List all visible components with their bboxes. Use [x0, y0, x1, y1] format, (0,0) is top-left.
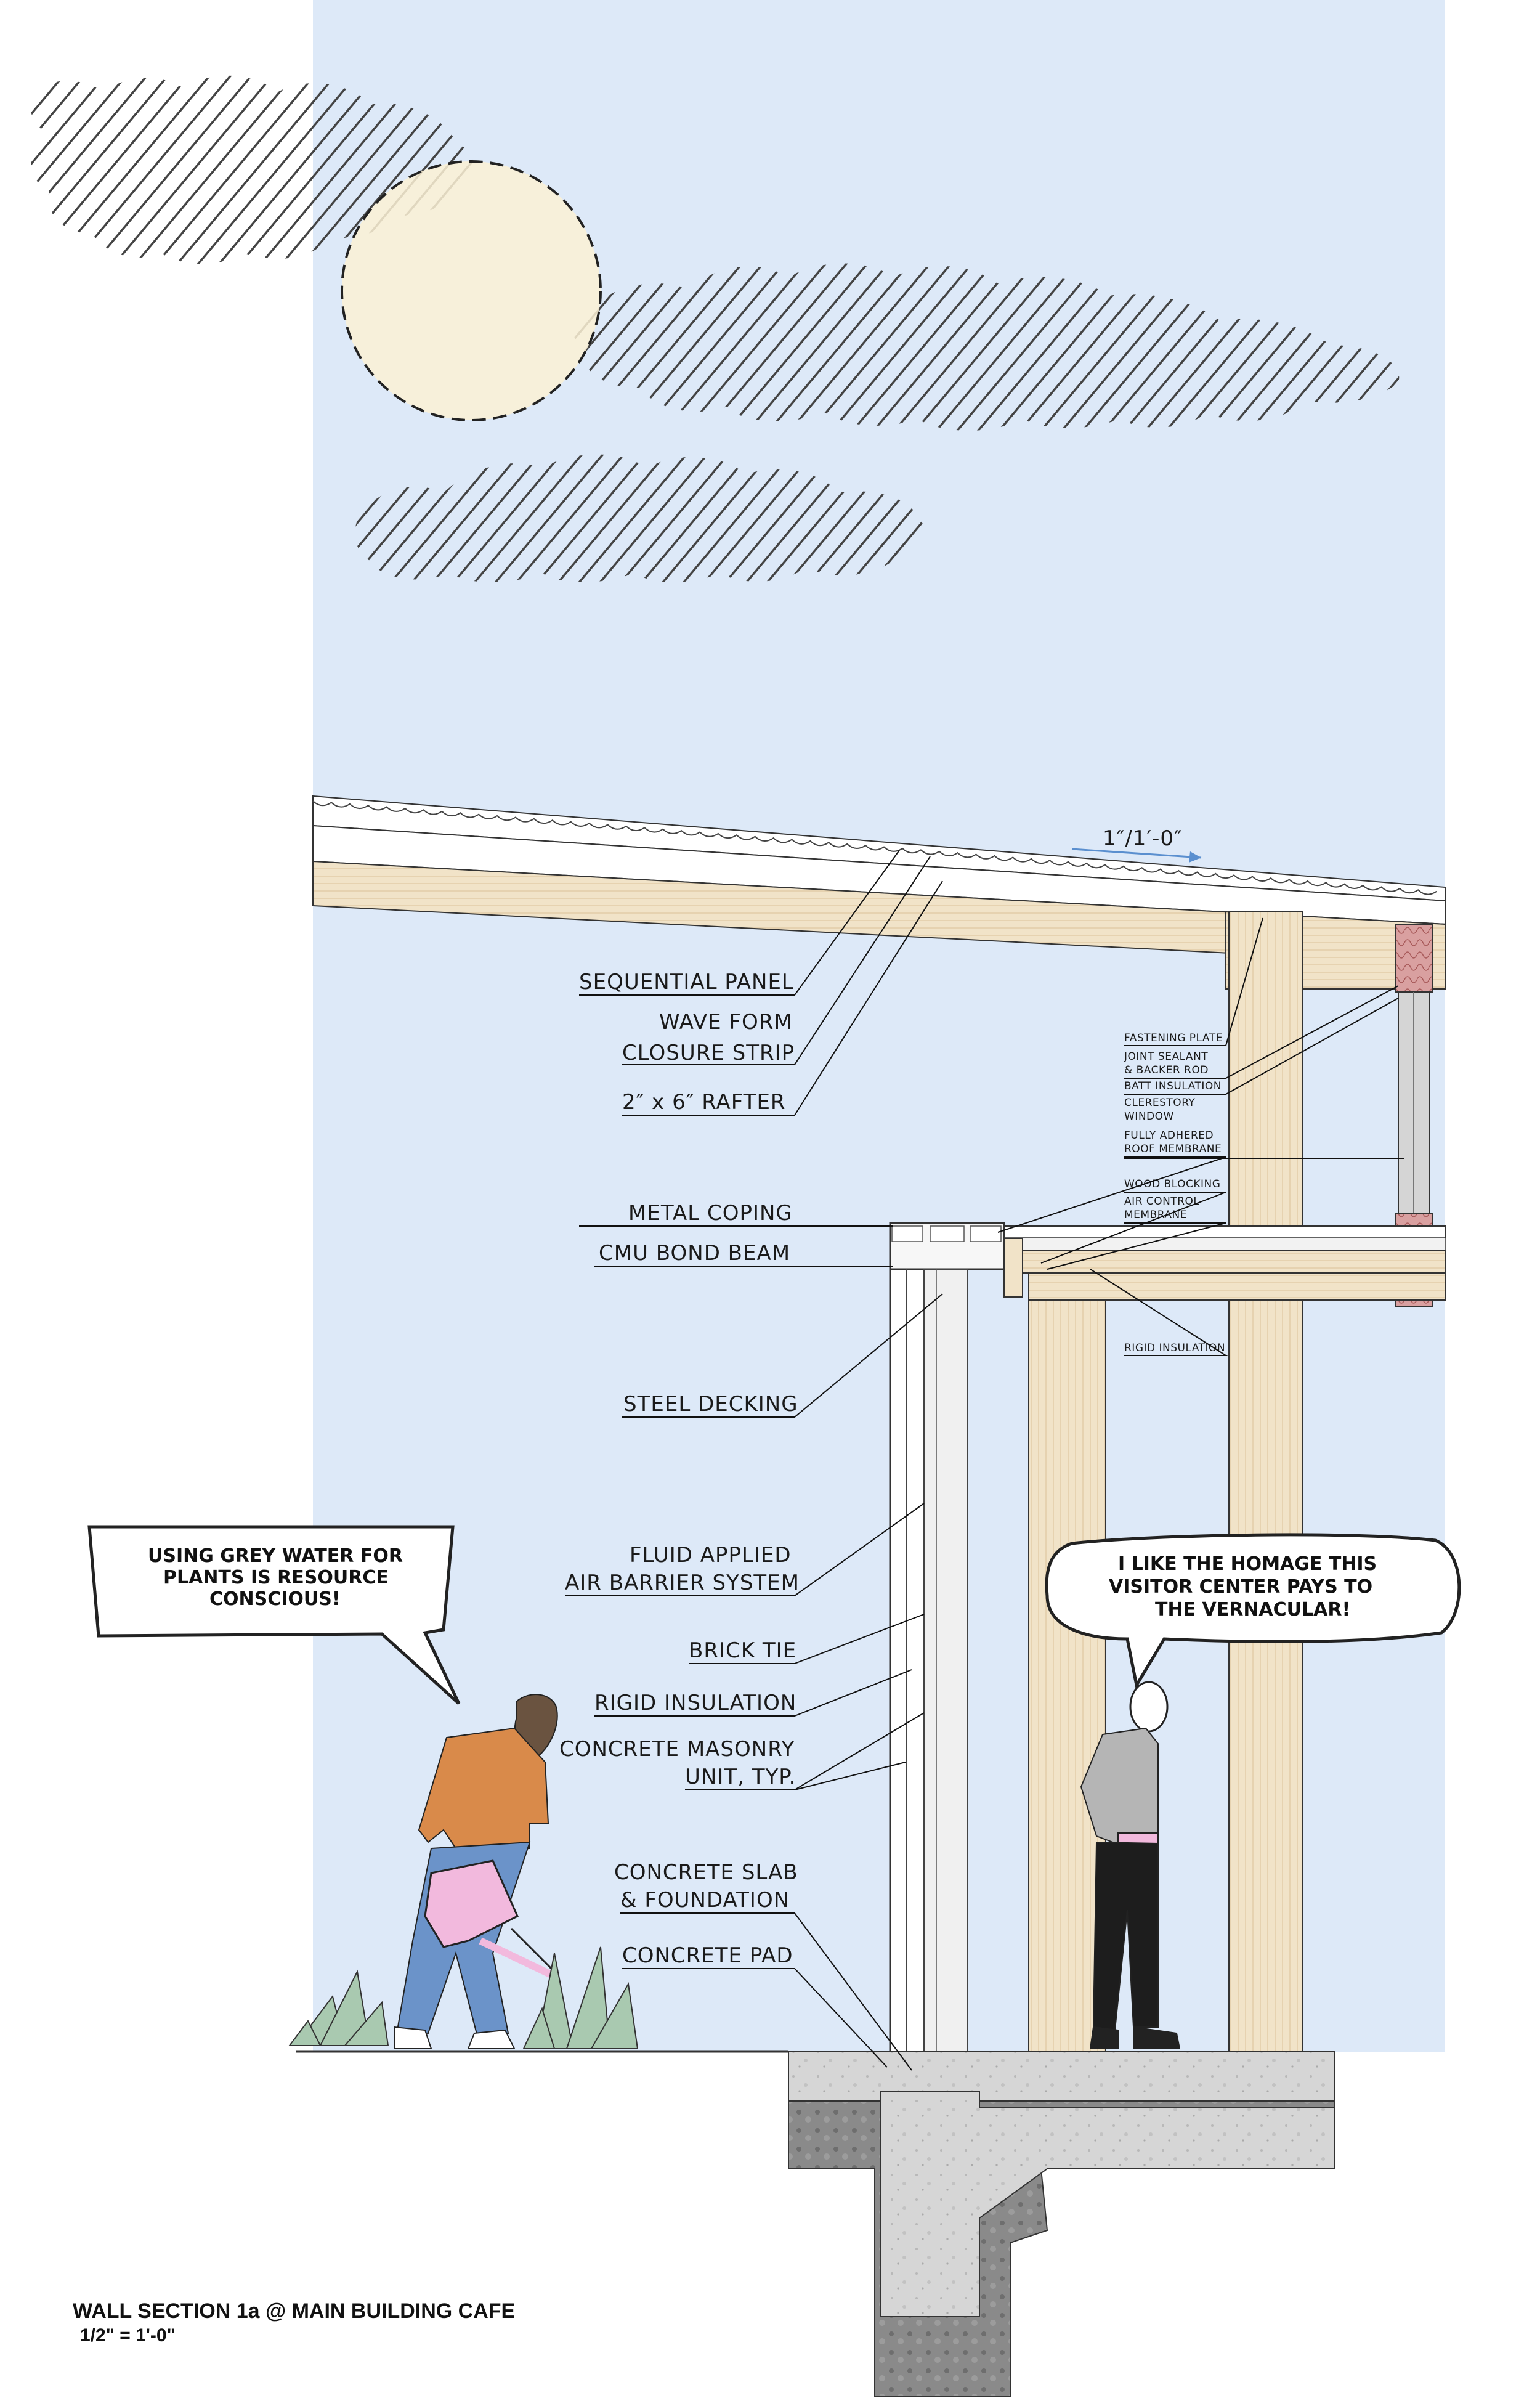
bubble-left-line-2: PLANTS IS RESOURCE: [163, 1567, 389, 1588]
label-wood-blocking: WOOD BLOCKING: [1124, 1178, 1220, 1190]
slope-label: 1″/1′-0″: [1103, 826, 1183, 851]
label-roof-membrane-2: ROOF MEMBRANE: [1124, 1143, 1222, 1155]
label-cmu-2: UNIT, TYP.: [685, 1765, 796, 1789]
drawing-title: WALL SECTION 1a @ MAIN BUILDING CAFE: [73, 2299, 515, 2323]
gardener-shoe: [394, 2026, 432, 2049]
bubble-left-line-3: CONSCIOUS!: [209, 1588, 341, 1610]
label-cmu-1: CONCRETE MASONRY: [559, 1737, 795, 1762]
label-rafter: 2″ x 6″ RAFTER: [622, 1090, 786, 1115]
label-fluid-applied-2: AIR BARRIER SYSTEM: [565, 1571, 800, 1595]
label-wave-form-1: WAVE FORM: [659, 1010, 793, 1034]
cmu-wall: [889, 1222, 1005, 2093]
label-sequential-panel: SEQUENTIAL PANEL: [579, 970, 794, 994]
gardener-shoe-right: [467, 2029, 516, 2049]
wood-post-right: [1228, 911, 1303, 2059]
drawing-scale: 1/2" = 1'-0": [80, 2325, 176, 2346]
label-fastening-plate: FASTENING PLATE: [1124, 1032, 1223, 1044]
cloud-upper-left: [30, 75, 475, 264]
label-clerestory-2: WINDOW: [1124, 1110, 1174, 1123]
bubble-left-line-1: USING GREY WATER FOR: [148, 1545, 403, 1567]
visitor-shoe-left: [1089, 2026, 1119, 2049]
plant-agave-left: [288, 1969, 389, 2046]
bubble-right-line-1: I LIKE THE HOMAGE THIS: [1118, 1553, 1377, 1575]
roof-assembly: [312, 795, 1446, 990]
plant-agave-right: [522, 1946, 639, 2049]
label-joint-sealant-2: & BACKER ROD: [1124, 1064, 1209, 1076]
speech-bubble-right: I LIKE THE HOMAGE THIS VISITOR CENTER PA…: [1045, 1533, 1461, 1689]
label-metal-coping: METAL COPING: [628, 1201, 793, 1225]
label-roof-membrane-1: FULLY ADHERED: [1124, 1129, 1214, 1142]
cloud-middle: [573, 263, 1400, 431]
label-fluid-applied-1: FLUID APPLIED: [630, 1543, 792, 1567]
visitor-shoe: [1133, 2026, 1181, 2049]
leader-lines: [565, 850, 1404, 2071]
label-air-control-2: MEMBRANE: [1124, 1209, 1187, 1221]
wood-post-left: [1028, 1299, 1106, 2059]
drawing-labels: SEQUENTIAL PANEL WAVE FORM CLOSURE STRIP…: [559, 970, 1225, 1968]
label-batt-insulation: BATT INSULATION: [1124, 1080, 1222, 1092]
bubble-right-line-3: THE VERNACULAR!: [1155, 1599, 1350, 1620]
bubble-right-line-2: VISITOR CENTER PAYS TO: [1109, 1576, 1372, 1598]
cloud-lower: [355, 454, 926, 582]
sun: [341, 160, 602, 421]
visitor-figure: [1080, 1681, 1181, 2049]
clerestory-frame: [1395, 924, 1433, 993]
watering-can: [424, 1859, 556, 1973]
gardener-figure: [394, 1694, 558, 2049]
concrete-footing: [880, 2091, 1335, 2317]
wave-form-closure: [312, 800, 1437, 895]
watering-can-spout: [479, 1937, 553, 1978]
concrete-pad: [788, 2051, 1335, 2102]
label-air-control-1: AIR CONTROL: [1124, 1195, 1199, 1208]
label-clerestory-1: CLERESTORY: [1124, 1097, 1195, 1109]
gardener-shirt: [418, 1727, 549, 1849]
label-steel-decking: STEEL DECKING: [623, 1392, 798, 1416]
label-concrete-pad: CONCRETE PAD: [622, 1943, 793, 1968]
label-cmu-bond-beam: CMU BOND BEAM: [599, 1241, 790, 1266]
speech-bubble-left: USING GREY WATER FOR PLANTS IS RESOURCE …: [87, 1525, 461, 1705]
label-wave-form-2: CLOSURE STRIP: [622, 1041, 795, 1065]
label-rigid-insulation: RIGID INSULATION: [594, 1691, 796, 1715]
slope-indicator: [1071, 848, 1202, 863]
label-joint-sealant-1: JOINT SEALANT: [1124, 1051, 1208, 1063]
low-roof: [923, 1225, 1446, 1301]
visitor-head: [1129, 1681, 1169, 1733]
label-slab-1: CONCRETE SLAB: [614, 1860, 798, 1885]
label-rigid-insulation-small: RIGID INSULATION: [1124, 1342, 1225, 1354]
label-slab-2: & FOUNDATION: [620, 1888, 790, 1912]
label-brick-tie: BRICK TIE: [689, 1638, 796, 1663]
